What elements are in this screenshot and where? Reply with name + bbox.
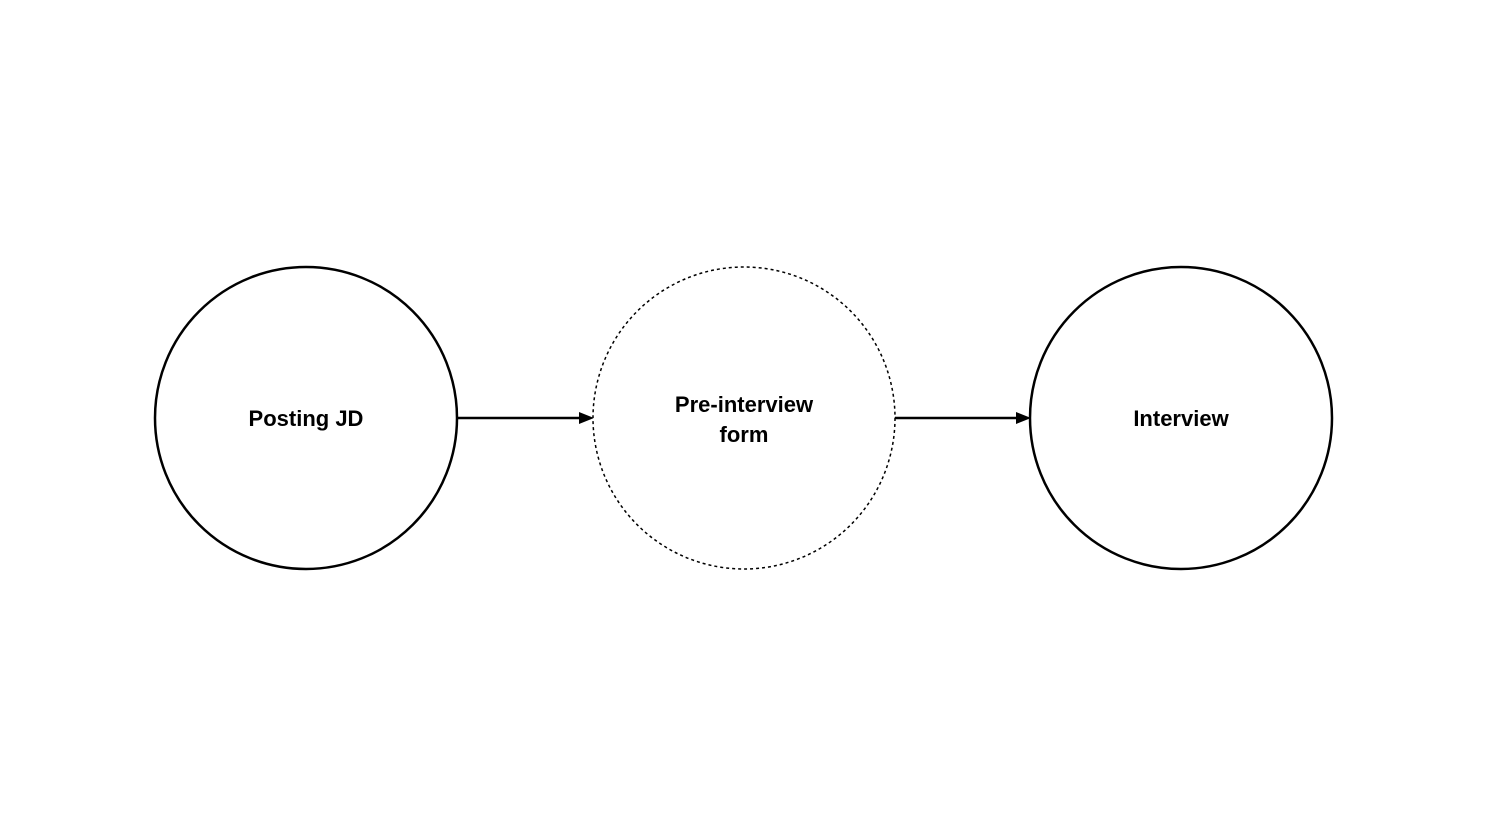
node-circle-dashed [592,266,896,570]
node-label-line-2: form [720,422,769,447]
node-pre-interview-form[interactable]: Pre-interview form [592,266,896,570]
node-circle [153,265,459,571]
edge-pre-interview-form-to-interview [895,412,1031,424]
node-circle [1028,265,1334,571]
edge-posting-jd-to-pre-interview-form [458,412,594,424]
node-interview[interactable]: Interview [1028,265,1334,571]
node-label: Pre-interview [675,392,814,417]
node-label: Interview [1133,406,1229,431]
arrowhead-icon [1016,412,1031,424]
arrowhead-icon [579,412,594,424]
node-posting-jd[interactable]: Posting JD [153,265,459,571]
node-label: Posting JD [249,406,364,431]
